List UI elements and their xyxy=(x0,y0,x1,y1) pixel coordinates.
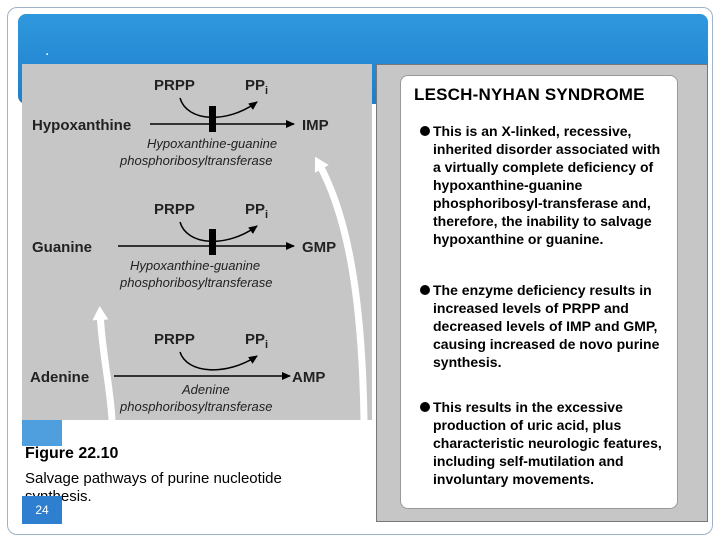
product-label: GMP xyxy=(302,239,336,256)
enzyme-label: phosphoribosyltransferase xyxy=(119,399,272,414)
bullet-icon xyxy=(420,402,430,412)
figure-title: Figure 22.10 xyxy=(25,445,119,462)
syndrome-title: LESCH-NYHAN SYNDROME xyxy=(414,85,645,104)
slide-number: 24 xyxy=(22,496,62,524)
cosubstrate-label: PRPP xyxy=(154,201,195,218)
syndrome-bullet: This results in the excessive production… xyxy=(420,398,670,488)
substrate-label: Hypoxanthine xyxy=(32,117,131,134)
enzyme-label: Hypoxanthine-guanine xyxy=(147,136,277,151)
enzyme-label: phosphoribosyltransferase xyxy=(119,275,272,290)
enzyme-label: phosphoribosyltransferase xyxy=(119,153,272,168)
product-label: AMP xyxy=(292,369,325,386)
pathway-diagram: PRPP PPi Hypoxanthine IMP Hypoxanthine-g… xyxy=(30,77,368,421)
substrate-label: Guanine xyxy=(32,239,92,256)
slide-number-accent xyxy=(22,420,62,446)
reaction-hypoxanthine: PRPP PPi Hypoxanthine IMP Hypoxanthine-g… xyxy=(32,77,329,168)
syndrome-box xyxy=(400,75,678,509)
recycle-arrow-to-gmp xyxy=(92,306,116,421)
pathway-figure: PRPP PPi Hypoxanthine IMP Hypoxanthine-g… xyxy=(22,64,372,421)
enzyme-block-bar xyxy=(209,229,216,255)
figure-caption: Salvage pathways of purine nucleotide sy… xyxy=(25,470,282,505)
product-label: IMP xyxy=(302,117,329,134)
caption-area xyxy=(22,420,372,525)
byproduct-label: PPi xyxy=(245,201,268,221)
enzyme-block-bar xyxy=(209,106,216,132)
cosubstrate-label: PRPP xyxy=(154,331,195,348)
cosubstrate-label: PRPP xyxy=(154,77,195,94)
reaction-guanine: PRPP PPi Guanine GMP Hypoxanthine-guanin… xyxy=(32,201,336,290)
byproduct-label: PPi xyxy=(245,77,268,97)
syndrome-bullet: This is an X-linked, recessive, inherite… xyxy=(420,122,670,248)
bullet-icon xyxy=(420,126,430,136)
syndrome-bullet: The enzyme deficiency results in increas… xyxy=(420,281,670,371)
recycle-arrow-to-imp xyxy=(314,156,368,421)
byproduct-label: PPi xyxy=(245,331,268,351)
substrate-label: Adenine xyxy=(30,369,89,386)
slide-title-dot: . xyxy=(45,42,50,59)
enzyme-label: Adenine xyxy=(181,382,230,397)
bullet-text: This is an X-linked, recessive, inherite… xyxy=(433,123,661,247)
enzyme-label: Hypoxanthine-guanine xyxy=(130,258,260,273)
bullet-icon xyxy=(420,285,430,295)
bullet-text: The enzyme deficiency results in increas… xyxy=(433,282,660,370)
bullet-text: This results in the excessive production… xyxy=(433,399,662,487)
reaction-adenine: PRPP PPi Adenine AMP Adenine phosphoribo… xyxy=(30,331,325,414)
